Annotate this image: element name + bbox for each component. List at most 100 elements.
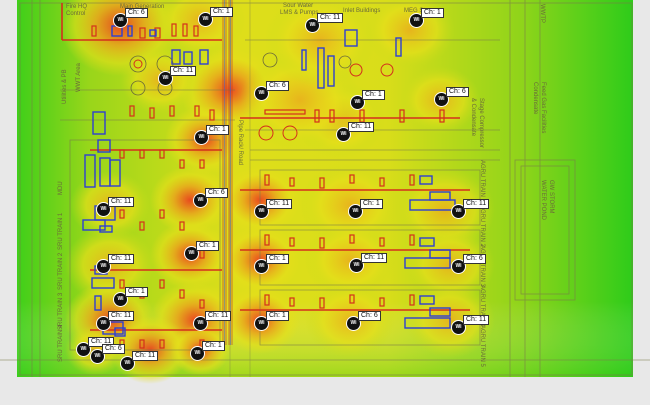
equipment	[92, 111, 106, 135]
wifi-icon: Wi	[336, 127, 351, 142]
equipment	[319, 297, 325, 309]
channel-label: Ch: 6	[463, 254, 486, 264]
wifi-icon: Wi	[434, 92, 449, 107]
area-label: WATER POND	[540, 180, 546, 220]
wifi-icon: Wi	[346, 316, 361, 331]
area-label: SRU TRAIN 1	[58, 212, 64, 250]
area-label: MDU	[58, 181, 64, 195]
equipment	[114, 327, 126, 337]
equipment	[429, 191, 451, 201]
equipment	[329, 109, 335, 123]
equipment	[379, 297, 385, 307]
equipment	[182, 23, 188, 37]
area-label: GW STORM	[548, 180, 554, 214]
equipment	[199, 49, 209, 65]
equipment	[139, 221, 145, 231]
channel-label: Ch: 11	[361, 253, 388, 263]
equipment	[127, 25, 133, 37]
channel-label: Ch: 1	[421, 8, 444, 18]
equipment	[159, 209, 165, 219]
area-label: Sour Water	[283, 3, 314, 9]
channel-label: Ch: 1	[210, 7, 233, 17]
equipment	[349, 174, 355, 184]
wifi-icon: Wi	[254, 86, 269, 101]
equipment	[109, 159, 121, 187]
channel-label: Ch: 11	[88, 337, 115, 347]
equipment	[404, 317, 451, 329]
heat-spot	[150, 166, 230, 234]
channel-label: Ch: 11	[348, 122, 375, 132]
equipment	[179, 221, 185, 231]
wifi-icon: Wi	[305, 18, 320, 33]
area-label: Stage Compressor	[478, 98, 484, 149]
equipment	[194, 105, 200, 117]
equipment	[429, 249, 451, 259]
area-label: SRU TRAIN 4	[58, 324, 64, 362]
equipment	[289, 177, 295, 187]
wifi-icon: Wi	[451, 204, 466, 219]
equipment	[399, 109, 405, 123]
channel-label: Ch: 1	[125, 287, 148, 297]
area-label: WWT Area	[76, 63, 82, 92]
equipment	[404, 257, 451, 269]
channel-label: Ch: 6	[102, 344, 125, 354]
area-label: AGRU TRAIN 2	[479, 205, 485, 247]
wifi-icon: Wi	[194, 130, 209, 145]
wifi-icon: Wi	[350, 95, 365, 110]
equipment	[159, 149, 165, 159]
heat-spot	[265, 0, 375, 87]
channel-label: Ch: 1	[362, 90, 385, 100]
equipment	[91, 25, 97, 37]
equipment	[129, 105, 135, 117]
equipment	[119, 209, 125, 219]
equipment	[379, 177, 385, 187]
area-label: Fire HQ	[66, 4, 87, 10]
equipment	[154, 27, 161, 39]
equipment	[139, 339, 145, 349]
wifi-icon: Wi	[409, 13, 424, 28]
equipment	[149, 107, 155, 119]
equipment	[149, 29, 157, 37]
channel-label: Ch: 11	[108, 311, 135, 321]
channel-label: Ch: 11	[108, 197, 135, 207]
area-label: AGRU TRAIN 5	[479, 325, 485, 367]
area-label: LMS & Pumps	[280, 10, 319, 16]
equipment	[84, 154, 96, 188]
wifi-icon: Wi	[120, 356, 135, 371]
equipment	[179, 289, 185, 299]
equipment	[349, 234, 355, 244]
channel-label: Ch: 6	[446, 87, 469, 97]
channel-label: Ch: 6	[358, 311, 381, 321]
channel-label: Ch: 1	[202, 341, 225, 351]
wifi-icon: Wi	[198, 12, 213, 27]
equipment	[91, 277, 115, 289]
area-label: Control	[66, 11, 86, 17]
equipment	[327, 55, 335, 87]
equipment	[82, 219, 106, 231]
equipment	[99, 225, 113, 233]
equipment	[319, 177, 325, 189]
equipment	[209, 109, 215, 121]
channel-label: Ch: 6	[205, 188, 228, 198]
equipment	[419, 295, 435, 305]
equipment	[379, 237, 385, 247]
channel-label: Ch: 11	[266, 199, 293, 209]
equipment	[264, 234, 270, 246]
wifi-icon: Wi	[190, 346, 205, 361]
channel-label: Ch: 1	[266, 254, 289, 264]
wifi-icon: Wi	[193, 193, 208, 208]
wifi-icon: Wi	[96, 202, 111, 217]
equipment	[94, 295, 102, 311]
equipment	[395, 37, 402, 57]
equipment	[199, 299, 205, 309]
wifi-icon: Wi	[76, 342, 91, 357]
channel-label: Ch: 1	[266, 311, 289, 321]
wifi-icon: Wi	[113, 292, 128, 307]
equipment	[344, 29, 358, 47]
channel-label: Ch: 11	[317, 13, 344, 23]
wifi-icon: Wi	[254, 316, 269, 331]
equipment	[264, 109, 306, 115]
equipment	[264, 174, 270, 186]
